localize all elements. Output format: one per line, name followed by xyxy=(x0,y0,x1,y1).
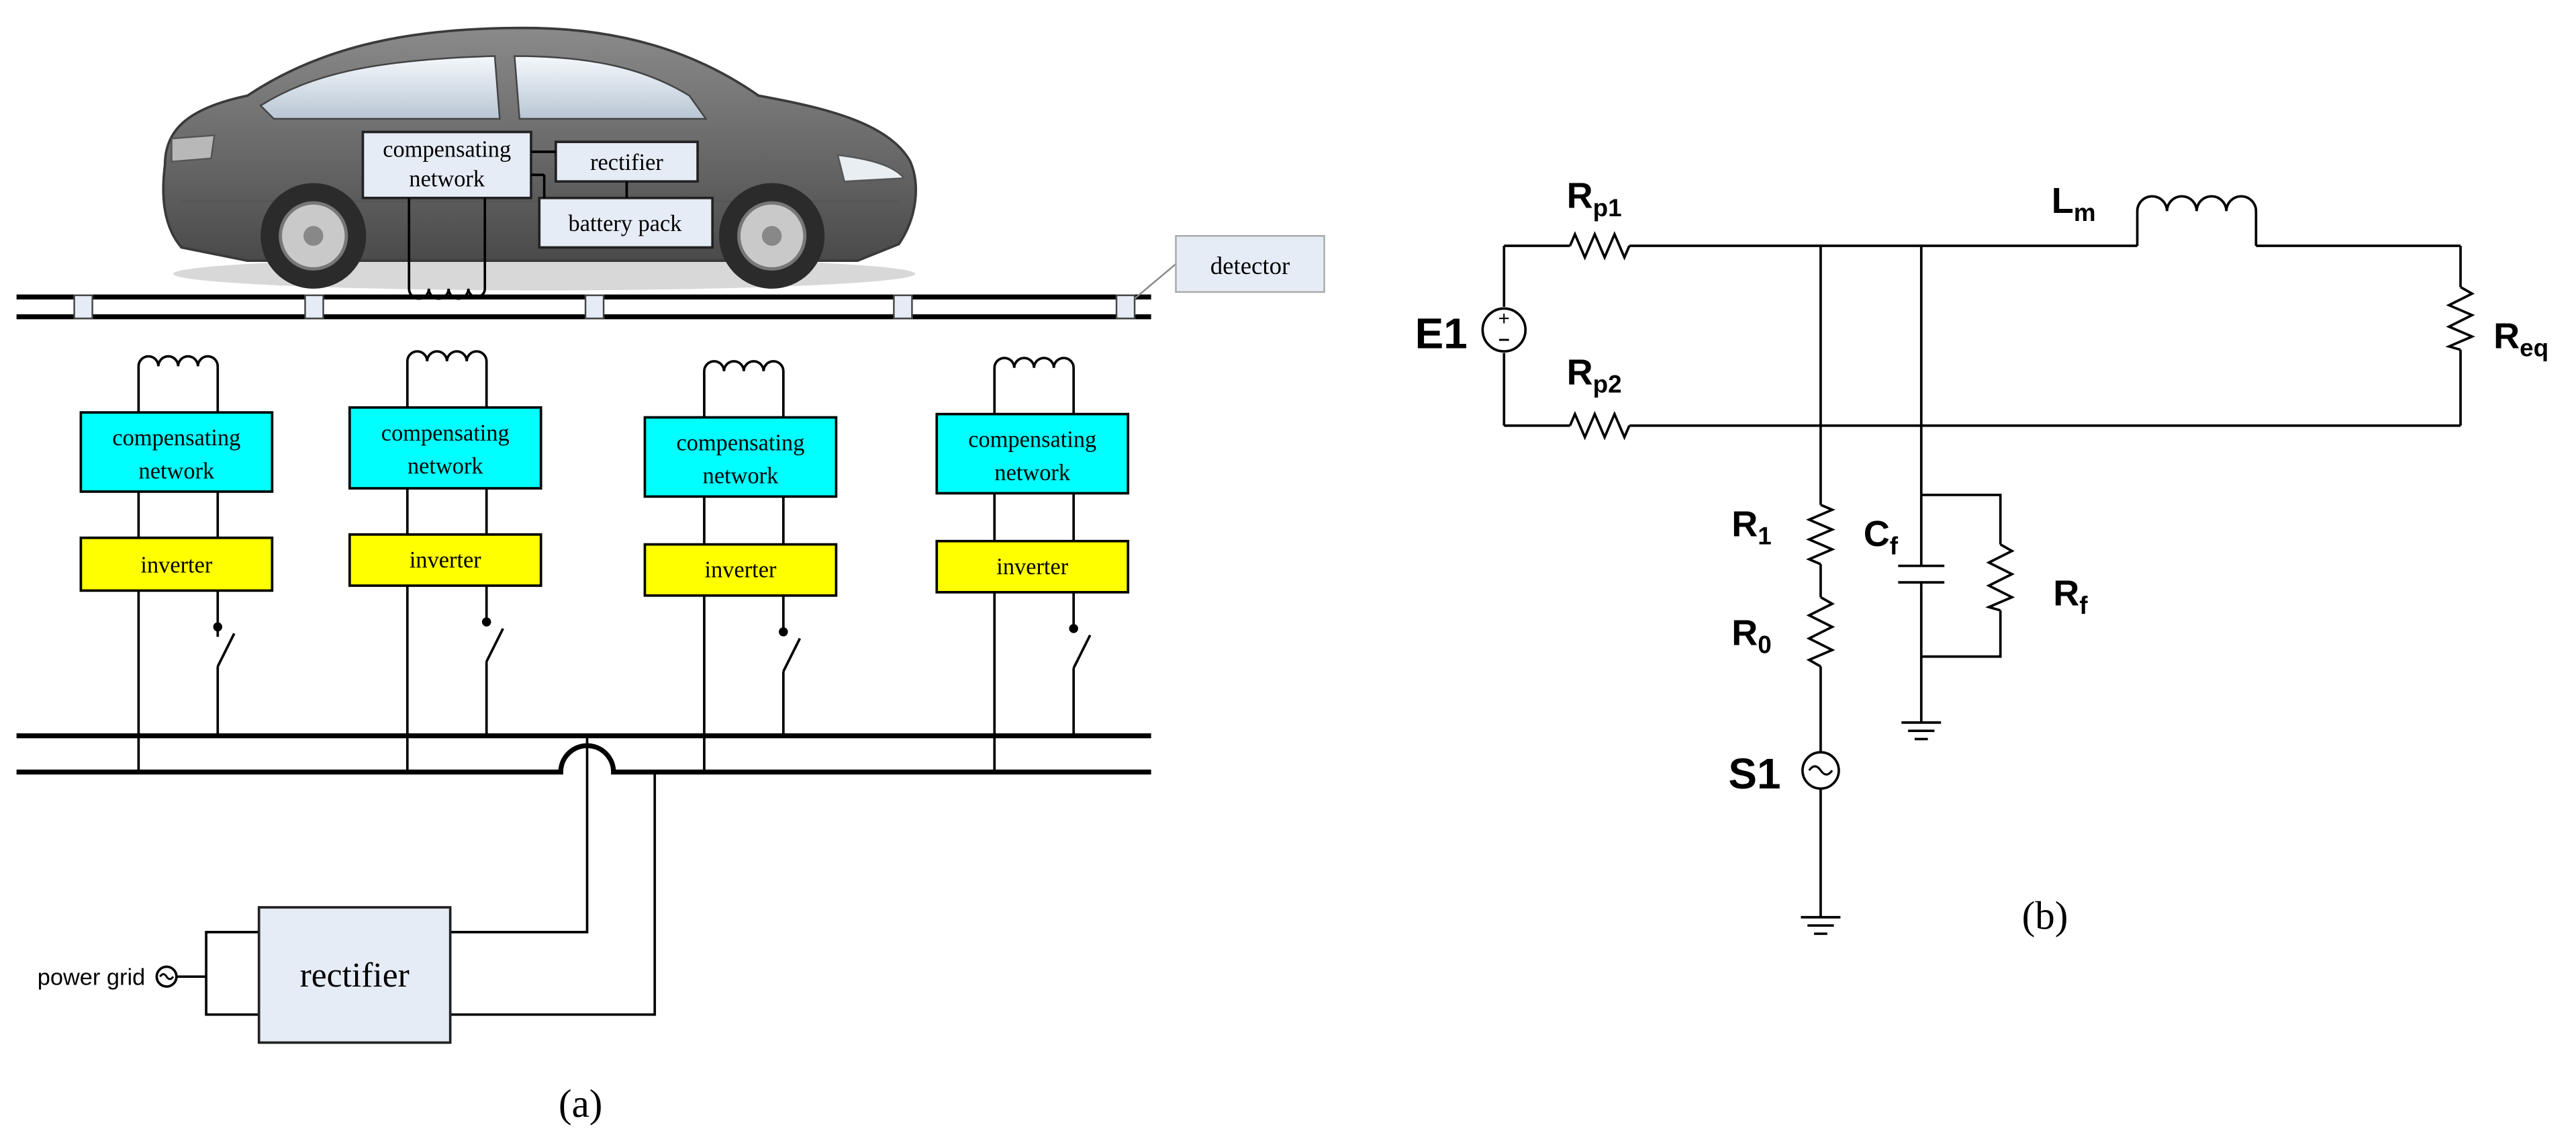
compensating-network-box xyxy=(643,416,838,498)
car-wheel-rear xyxy=(260,183,367,289)
switch-blade xyxy=(782,637,802,672)
label-r0: R0 xyxy=(1731,612,1772,658)
label-e1: E1 xyxy=(1415,309,1468,357)
station-2: compensating network inverter xyxy=(348,350,542,772)
sine-icon xyxy=(1808,765,1833,776)
switch-contact xyxy=(481,617,491,627)
detector-callout: detector xyxy=(1134,235,1325,300)
network-label-line2: network xyxy=(703,463,779,489)
detector-sensor xyxy=(584,294,605,320)
inverter-box xyxy=(935,539,1130,594)
resistor-rp1 xyxy=(1568,231,1631,261)
plus-icon: + xyxy=(1498,308,1510,330)
label-cf: Cf xyxy=(1864,514,1899,559)
power-grid-source: power grid xyxy=(38,964,207,990)
car-network-line2: network xyxy=(409,167,485,192)
panel-b: + E1 S1 Rp1 Rp2 Lm Req R1 R0 Cf Rf (b) xyxy=(1415,176,2548,938)
caption-a: (a) xyxy=(559,1081,602,1126)
inverter-label: inverter xyxy=(410,547,481,573)
power-grid-label: power grid xyxy=(38,964,146,990)
network-label-line1: compensating xyxy=(381,420,510,446)
switch-contact xyxy=(1069,624,1078,633)
battery-pack-label: battery pack xyxy=(569,211,683,236)
primary-coil xyxy=(137,355,220,413)
car-taillight xyxy=(171,134,216,163)
main-rectifier-box: rectifier xyxy=(257,906,452,1044)
primary-coil xyxy=(703,360,785,418)
primary-coil xyxy=(993,357,1076,414)
station-3: compensating network inverter xyxy=(643,360,838,772)
resistor-rp2 xyxy=(1568,410,1631,441)
inverter-box xyxy=(79,536,274,592)
electric-car xyxy=(162,26,917,291)
inverter-box xyxy=(643,543,838,597)
switch-blade xyxy=(216,633,236,668)
panel-a: compensating network rectifier battery p… xyxy=(16,26,1325,1126)
resistor-r0 xyxy=(1806,596,1835,668)
caption-b: (b) xyxy=(2022,893,2068,938)
car-headlight xyxy=(837,154,906,183)
switch-contact xyxy=(213,622,223,632)
network-label-line2: network xyxy=(139,458,215,484)
car-window-rear xyxy=(514,55,708,120)
label-s1: S1 xyxy=(1728,750,1780,798)
label-rp1: Rp1 xyxy=(1567,176,1622,222)
dc-source-e1: + xyxy=(1481,307,1527,353)
ac-source-s1 xyxy=(1801,751,1840,790)
switch-contact xyxy=(779,627,788,637)
main-rectifier-label: rectifier xyxy=(300,956,410,995)
car-window-front xyxy=(259,55,501,120)
detector-sensor xyxy=(73,294,93,320)
track-rails xyxy=(16,294,1151,320)
inductor-lm xyxy=(2136,195,2258,246)
car-network-line1: compensating xyxy=(383,136,511,162)
car-rectifier-label: rectifier xyxy=(590,150,663,175)
label-lm: Lm xyxy=(2052,181,2096,226)
primary-coil xyxy=(406,350,488,408)
station-1: compensating network inverter xyxy=(79,355,274,772)
car-battery-pack-box: battery pack xyxy=(538,196,714,249)
inverter-label: inverter xyxy=(140,552,212,578)
label-r1: R1 xyxy=(1731,504,1772,549)
network-label-line1: compensating xyxy=(112,425,240,451)
detector-sensor xyxy=(893,294,913,320)
compensating-network-box xyxy=(935,412,1130,495)
compensating-network-box xyxy=(348,406,542,490)
station-4: compensating network inverter xyxy=(935,357,1130,772)
network-label-line1: compensating xyxy=(677,430,805,456)
rectifier-feed xyxy=(205,735,657,1016)
car-rectifier-box: rectifier xyxy=(555,140,699,183)
label-req: Req xyxy=(2493,316,2548,361)
resistor-rf xyxy=(1985,543,2015,612)
car-wheel-front xyxy=(719,183,825,289)
label-rp2: Rp2 xyxy=(1567,352,1622,398)
inverter-box xyxy=(348,533,542,587)
compensating-network-box xyxy=(79,411,274,493)
ground-cf xyxy=(1901,721,1942,741)
circuit-wires xyxy=(1502,244,2462,917)
inverter-label: inverter xyxy=(996,554,1068,580)
switch-blade xyxy=(485,628,504,662)
capacitor-cf xyxy=(1898,564,1945,584)
switch-blade xyxy=(1072,634,1092,669)
detector-label: detector xyxy=(1210,252,1290,279)
ground-s1 xyxy=(1801,915,1841,936)
network-label-line2: network xyxy=(994,460,1070,486)
inverter-label: inverter xyxy=(705,557,777,583)
car-compensating-network-box: compensating network xyxy=(361,130,532,199)
label-rf: Rf xyxy=(2053,573,2088,619)
resistor-r1 xyxy=(1806,503,1835,565)
detector-sensor xyxy=(304,294,324,320)
network-label-line1: compensating xyxy=(968,427,1096,453)
network-label-line2: network xyxy=(408,453,483,479)
dc-bus xyxy=(16,733,1151,775)
detector-sensor xyxy=(1115,294,1136,320)
resistor-req xyxy=(2445,285,2475,351)
